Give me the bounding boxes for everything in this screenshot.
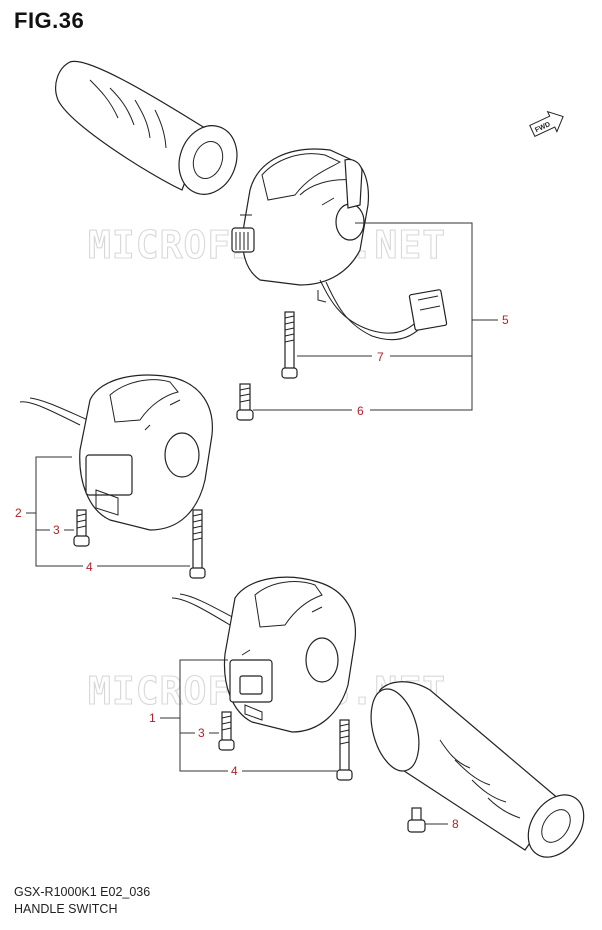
figure-caption: GSX-R1000K1 E02_036 HANDLE SWITCH xyxy=(14,884,150,918)
left-switch-housing-middle xyxy=(19,374,213,531)
section-name: HANDLE SWITCH xyxy=(14,902,118,916)
callout-3-lower: 3 xyxy=(198,726,205,740)
screw-6 xyxy=(236,383,254,421)
callout-5: 5 xyxy=(502,313,509,327)
callout-4-middle: 4 xyxy=(86,560,93,574)
callout-6: 6 xyxy=(357,404,364,418)
left-handlebar-grip xyxy=(55,60,238,195)
model-code: GSX-R1000K1 E02_036 xyxy=(14,885,151,899)
screw-3-middle xyxy=(73,509,90,547)
screw-3-lower xyxy=(218,711,235,751)
screw-7 xyxy=(281,311,298,379)
callout-4-lower: 4 xyxy=(231,764,238,778)
fwd-arrow-icon: FWD xyxy=(529,110,564,138)
right-switch-housing-upper xyxy=(231,148,448,341)
callout-8: 8 xyxy=(452,817,459,831)
right-handlebar-grip xyxy=(370,681,585,858)
figure-title: FIG.36 xyxy=(14,8,85,33)
left-switch-housing-lower xyxy=(171,576,357,733)
screw-8 xyxy=(407,807,426,833)
callout-2: 2 xyxy=(15,506,22,520)
callout-1: 1 xyxy=(149,711,156,725)
callout-7: 7 xyxy=(377,350,384,364)
callout-3-middle: 3 xyxy=(53,523,60,537)
screw-4-middle xyxy=(189,509,206,579)
handle-switch-diagram: MICROFICHES.NET MICROFICHES.NET FWD xyxy=(15,60,585,858)
screw-4-lower xyxy=(336,719,353,781)
